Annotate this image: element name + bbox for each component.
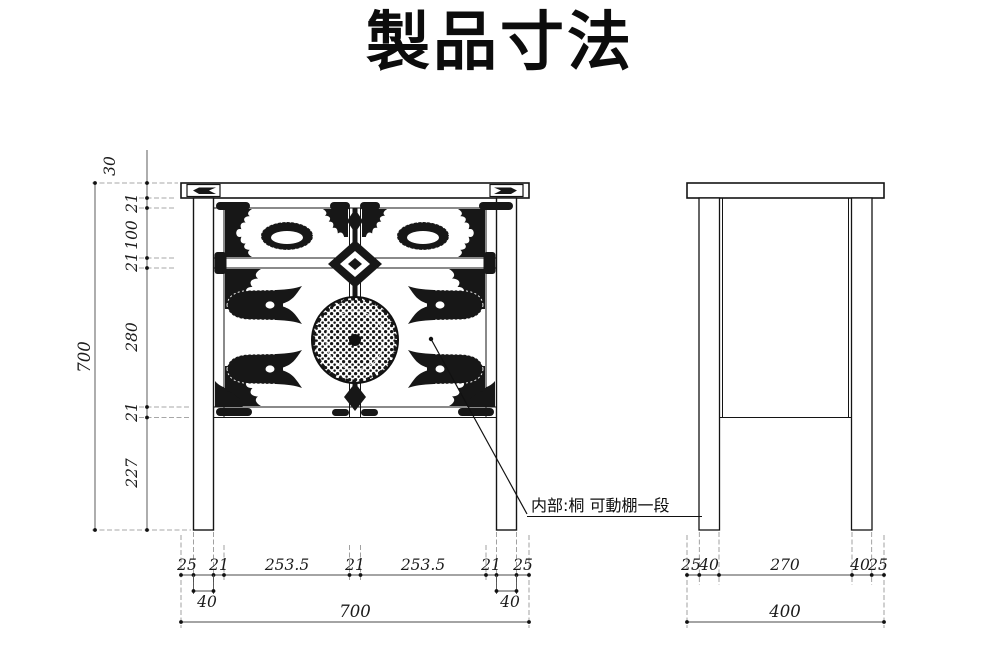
center-top-fitting (347, 209, 363, 233)
dim-overhang-right: 25 (512, 556, 533, 574)
side-leg-right (850, 197, 873, 531)
bottom-corner-fitting-left (215, 381, 252, 416)
dim-drawer-height: 100 (123, 220, 141, 250)
post-fitting (483, 252, 496, 274)
center-diamond-fitting (328, 240, 382, 288)
page-title: 製品寸法 (366, 5, 634, 80)
dimensions-side-bottom: 25 40 270 40 25 400 (680, 532, 888, 628)
dim-side-overhang-right: 25 (867, 556, 888, 574)
dim-post-right: 21 (480, 556, 501, 574)
dim-door-height: 280 (123, 322, 141, 353)
corner-fitting (458, 227, 485, 257)
rail-fitting (360, 202, 380, 210)
dim-front-width-total: 700 (339, 602, 371, 621)
dim-leg-width-right: 40 (499, 593, 520, 611)
drawer-handle-left (260, 221, 314, 251)
rail-fitting (330, 202, 350, 210)
bottom-corner-fitting-right (458, 381, 495, 416)
leader-line (430, 338, 528, 515)
corner-fitting (225, 227, 252, 257)
dim-side-leg-right: 40 (849, 556, 870, 574)
dim-side-overhang-left: 25 (680, 556, 701, 574)
dim-leg-width-left: 40 (196, 593, 217, 611)
side-top-board (686, 182, 885, 199)
interior-annotation: 内部:桐 可動棚一段 (428, 336, 702, 518)
dim-post-center: 21 (344, 556, 365, 574)
dimensions-front-bottom: 25 21 253.5 21 253.5 21 25 40 40 700 (176, 532, 533, 628)
corner-fitting (322, 209, 348, 237)
drawer-handle-right (396, 221, 450, 251)
dim-post-left: 21 (208, 556, 229, 574)
dim-opening-right: 253.5 (400, 556, 445, 574)
dim-rail-mid: 21 (123, 252, 141, 273)
dim-rail-top: 21 (123, 193, 141, 214)
dimensions-left: 700 30 21 100 21 280 21 227 (75, 150, 191, 532)
dim-side-body: 270 (769, 556, 800, 574)
front-view (180, 182, 530, 531)
dim-overhang-left: 25 (176, 556, 197, 574)
side-leg-left (698, 197, 721, 531)
annotation-text: 内部:桐 可動棚一段 (531, 496, 669, 515)
center-bottom-fitting (332, 383, 378, 416)
dim-front-height-total: 700 (75, 341, 94, 373)
dim-opening-left: 253.5 (264, 556, 309, 574)
dim-side-width-total: 400 (768, 602, 801, 621)
corner-fitting (362, 209, 388, 237)
dim-rail-bottom: 21 (123, 402, 141, 423)
front-leg-right (495, 197, 518, 531)
rail-fitting (479, 202, 513, 210)
lock-plate (311, 296, 399, 384)
dim-leg-height: 227 (123, 458, 141, 489)
post-fitting (214, 252, 227, 274)
rail-fitting (216, 202, 250, 210)
top-board-end-cap-left (186, 183, 221, 198)
dim-side-leg-left: 40 (698, 556, 719, 574)
side-view (686, 182, 885, 531)
dim-top-board: 30 (101, 156, 119, 176)
front-top-board (180, 182, 530, 199)
top-board-end-cap-right (489, 183, 524, 198)
front-leg-left (192, 197, 215, 531)
